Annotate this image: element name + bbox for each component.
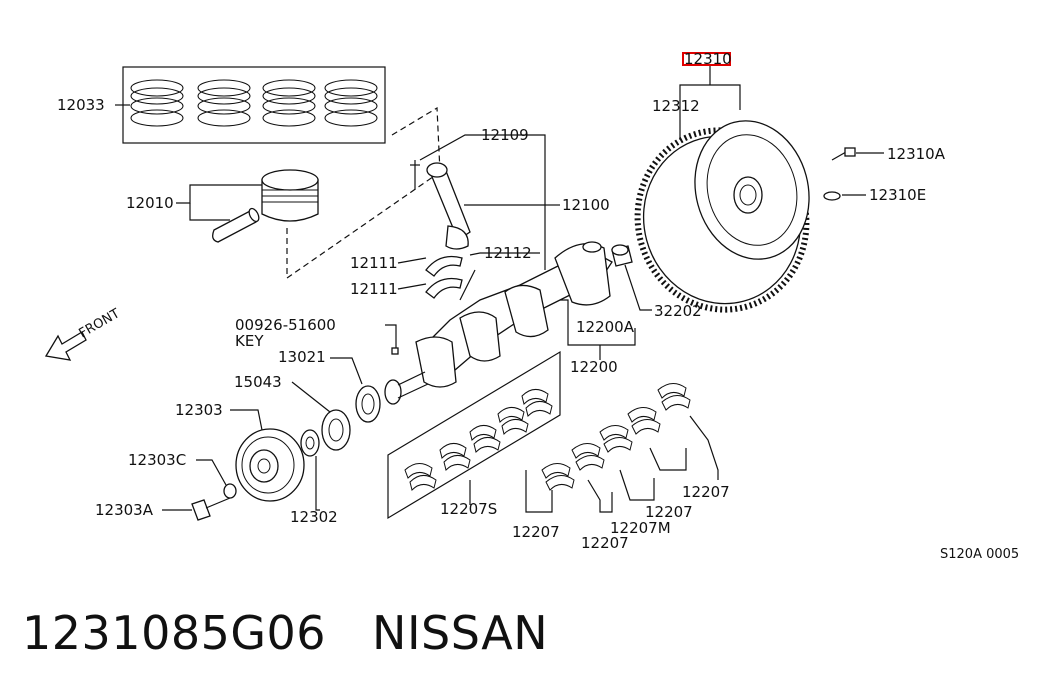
front-end-parts-group	[291, 324, 399, 451]
label-12207-b: 12207	[581, 534, 629, 552]
label-12310a: 12310A	[887, 145, 946, 163]
loose-main-bearings-group	[525, 383, 719, 513]
label-12310e: 12310E	[869, 186, 926, 204]
label-12010: 12010	[126, 194, 174, 212]
pulley-group	[162, 409, 320, 521]
piston-group	[176, 106, 441, 280]
exploded-parts-diagram: 12310 12312 12310A 12310E 12033 12010 12…	[44, 50, 1019, 562]
crankshaft-group	[384, 241, 636, 405]
brand-name: NISSAN	[372, 606, 549, 660]
label-12303c: 12303C	[128, 451, 186, 469]
part-number: 1231085G06	[22, 606, 327, 660]
label-12310: 12310	[684, 50, 732, 68]
label-12200: 12200	[570, 358, 618, 376]
label-12033: 12033	[57, 96, 105, 114]
label-12100: 12100	[562, 196, 610, 214]
label-12207-a: 12207	[512, 523, 560, 541]
label-12207-c: 12207	[645, 503, 693, 521]
label-13021: 13021	[278, 348, 326, 366]
rod-bearings-group	[397, 252, 540, 301]
label-12200a: 12200A	[576, 318, 635, 336]
front-arrow-group	[44, 331, 87, 361]
pilot-bushing-group	[611, 244, 652, 311]
caption: 1231085G06 NISSAN	[22, 598, 548, 668]
label-12312: 12312	[652, 97, 700, 115]
label-15043: 15043	[234, 373, 282, 391]
label-12302: 12302	[290, 508, 338, 526]
highlight-box	[682, 52, 731, 66]
label-12303: 12303	[175, 401, 223, 419]
label-12111-a: 12111	[350, 254, 398, 272]
label-12303a: 12303A	[95, 501, 154, 519]
label-12207-d: 12207	[682, 483, 730, 501]
part-labels: 12310 12312 12310A 12310E 12033 12010 12…	[57, 50, 1019, 562]
label-12109: 12109	[481, 126, 529, 144]
piston-rings-group	[115, 66, 386, 144]
diagram-code: S120A 0005	[940, 547, 1019, 562]
label-front: FRONT	[77, 306, 123, 341]
main-bearings-set-group	[387, 350, 561, 520]
label-12112: 12112	[484, 244, 532, 262]
label-key-part-number: 00926-51600	[235, 316, 336, 334]
label-32202: 32202	[654, 302, 702, 320]
label-12207s: 12207S	[440, 500, 497, 518]
flywheel-group	[634, 66, 884, 313]
label-key: KEY	[235, 332, 264, 350]
label-12207m: 12207M	[610, 519, 671, 537]
connecting-rod-group	[410, 134, 560, 270]
label-12111-b: 12111	[350, 280, 398, 298]
